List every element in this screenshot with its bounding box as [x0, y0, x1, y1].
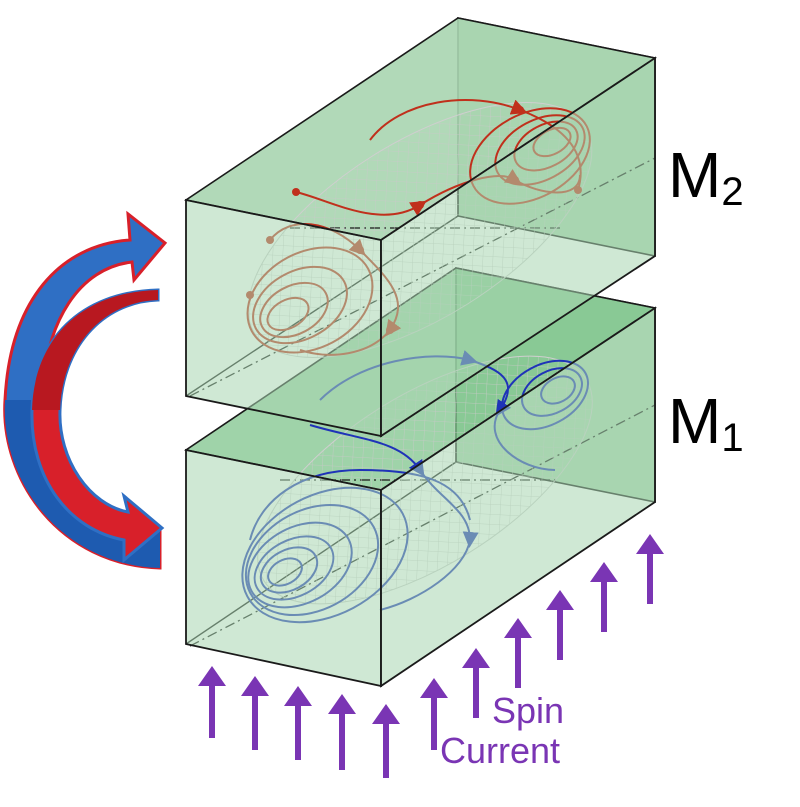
up-arrow-icon — [636, 534, 664, 604]
up-arrow-icon — [420, 678, 448, 750]
up-arrow-icon — [504, 618, 532, 688]
magnet-bottom-label-sub: 1 — [721, 416, 744, 460]
spin-current-label-current: Current — [440, 730, 561, 771]
up-arrow-icon — [590, 562, 618, 632]
magnet-bottom-label: M1 — [668, 384, 744, 461]
magnet-top-label-sub: 2 — [721, 170, 744, 214]
up-arrow-icon — [546, 590, 574, 660]
spin-current-arrows — [198, 534, 664, 778]
magnet-top-front-face — [185, 198, 382, 438]
magnet-top-box — [183, 17, 658, 438]
up-arrow-icon — [198, 666, 226, 738]
up-arrow-icon — [372, 704, 400, 778]
up-arrow-icon — [241, 676, 269, 750]
magnet-top-label-base: M — [668, 139, 722, 211]
curved-arrow-red-icon — [30, 288, 165, 564]
magnet-bottom-label-base: M — [668, 385, 722, 457]
spin-current-label-spin: Spin — [492, 690, 565, 731]
magnet-top-side-face — [380, 56, 656, 438]
magnet-bottom-side-face — [380, 306, 656, 688]
up-arrow-icon — [462, 648, 490, 718]
up-arrow-icon — [284, 686, 312, 760]
up-arrow-icon — [328, 694, 356, 770]
magnet-top-label: M2 — [668, 138, 744, 215]
magnet-bottom-front-face — [185, 448, 382, 688]
